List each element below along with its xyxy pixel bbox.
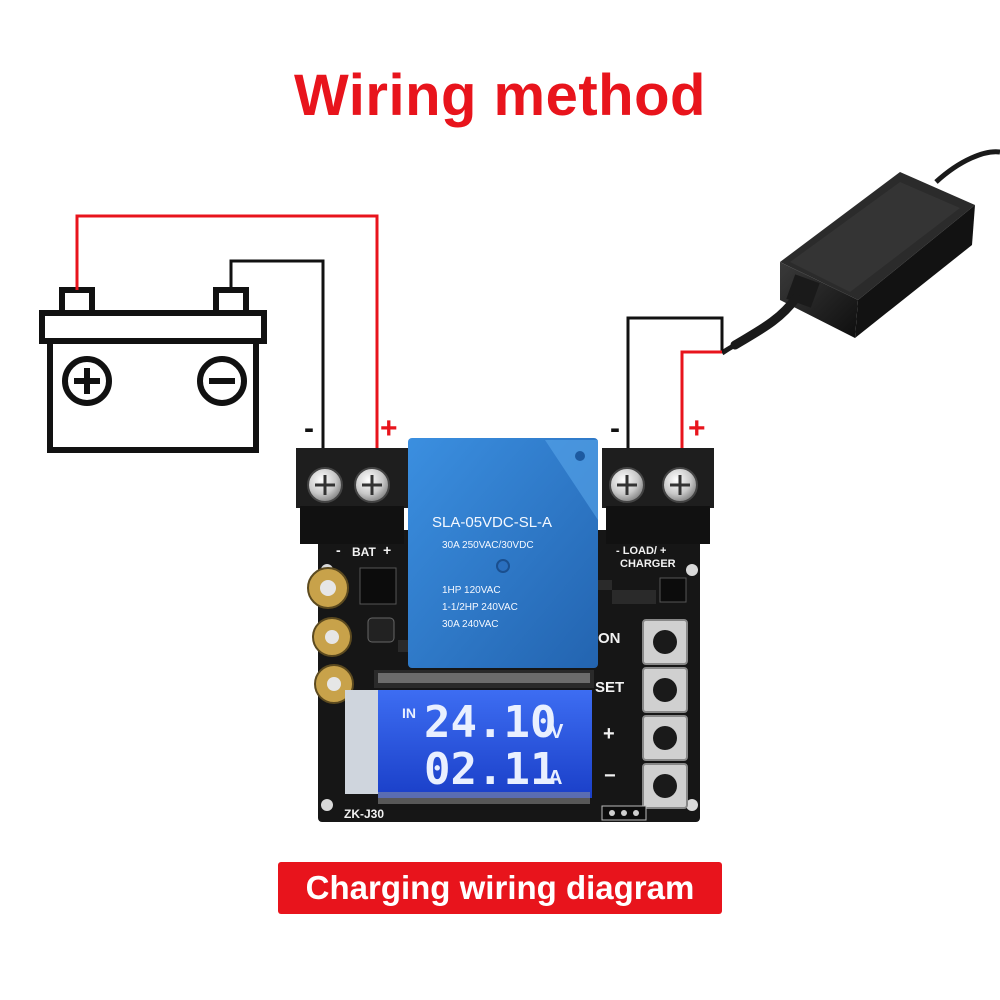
lcd-current-value: 02.11 [424, 744, 556, 795]
lcd-current-unit: A [548, 767, 562, 789]
capacitor-icon [307, 567, 354, 704]
relay: SLA-05VDC-SL-A 30A 250VAC/30VDC 1HP 120V… [408, 438, 598, 668]
page-title: Wiring method [294, 63, 706, 128]
charger-red-wire [680, 350, 722, 448]
battery-terminal-block [296, 448, 408, 544]
relay-rating-4: 30A 240VAC [442, 619, 499, 630]
charger-plus-label: + [688, 412, 706, 445]
bat-plus-silkscreen: + [383, 542, 391, 558]
caption-text: Charging wiring diagram [305, 869, 695, 906]
relay-rating-3: 1-1/2HP 240VAC [442, 602, 518, 613]
battery-minus-terminal-icon [197, 356, 247, 406]
battery-black-wire [229, 259, 325, 448]
relay-rating-2: 1HP 120VAC [442, 585, 501, 596]
power-adapter-icon [720, 149, 1000, 356]
relay-model: SLA-05VDC-SL-A [432, 514, 552, 531]
battery-icon [39, 287, 267, 453]
load-charger-terminal-block [602, 448, 714, 544]
plus-button[interactable] [642, 715, 688, 761]
battery-minus-label: - [304, 412, 314, 445]
on-button[interactable] [642, 619, 688, 665]
lcd-voltage-unit: V [550, 721, 564, 743]
charger-black-wire [626, 316, 724, 448]
board-model-label: ZK-J30 [344, 807, 384, 821]
minus-button-label: − [604, 765, 616, 787]
controller-board: - BAT + - LOAD/ + CHARGER ON [296, 438, 714, 822]
battery-plus-terminal-icon [62, 356, 112, 406]
set-button-label: SET [595, 679, 624, 696]
bat-silkscreen: BAT [352, 545, 376, 559]
battery-red-wire [75, 214, 379, 448]
lcd-voltage-value: 24.10 [424, 697, 556, 748]
battery-plus-label: + [380, 412, 398, 445]
minus-button[interactable] [642, 763, 688, 809]
charger-silkscreen: CHARGER [620, 558, 676, 570]
charger-minus-label: - [610, 412, 620, 445]
caption-banner: Charging wiring diagram [278, 862, 722, 914]
lcd-display: IN 24.10 V 02.11 A [345, 670, 594, 804]
bat-minus-silkscreen: - [336, 542, 341, 558]
relay-rating-1: 30A 250VAC/30VDC [442, 540, 534, 551]
plus-button-label: + [603, 723, 615, 745]
lcd-in-label: IN [402, 705, 416, 721]
set-button[interactable] [642, 667, 688, 713]
load-silkscreen: - LOAD/ + [616, 545, 666, 557]
on-button-label: ON [598, 630, 621, 647]
